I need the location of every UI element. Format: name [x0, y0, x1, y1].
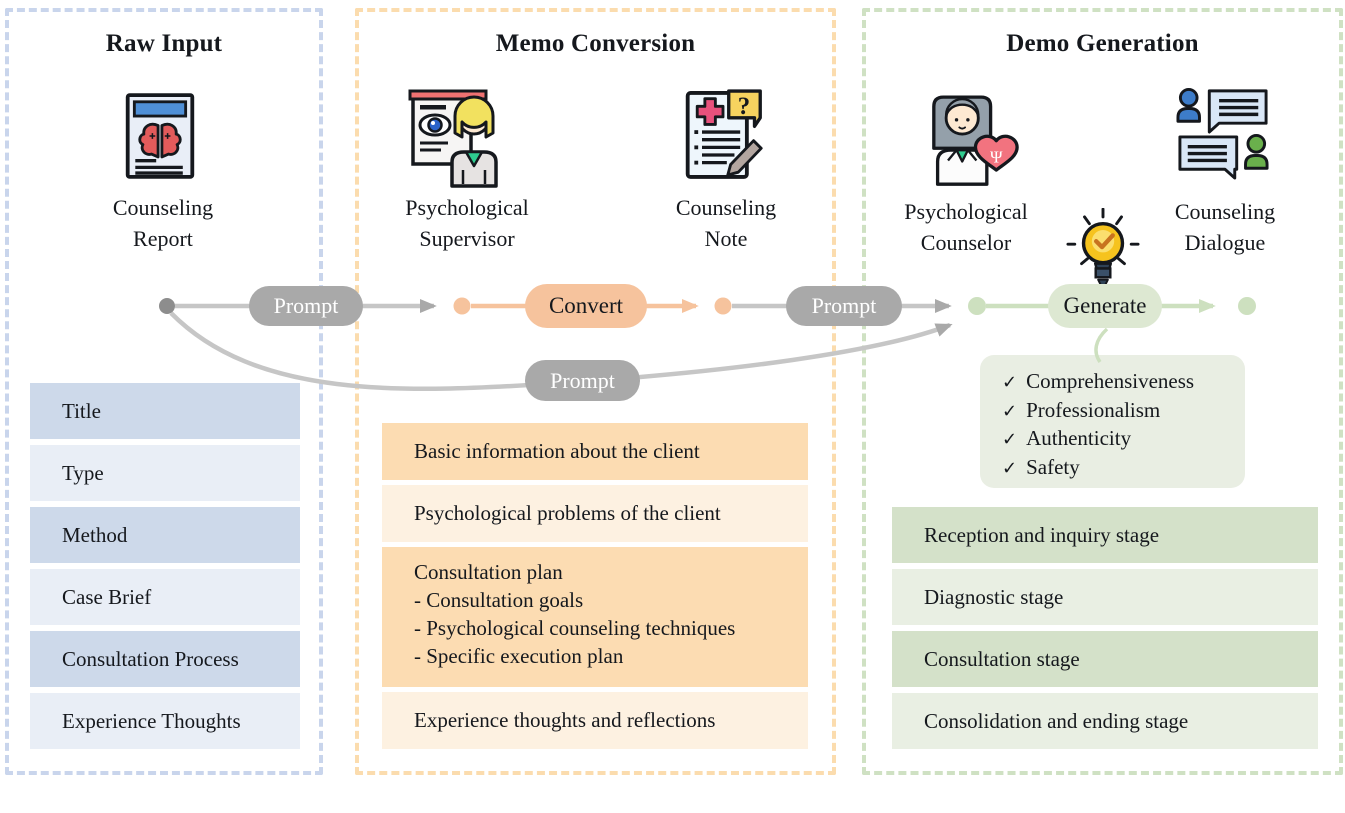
- idea-lightbulb-icon: [1066, 208, 1140, 287]
- stage-row-consolidation: Consolidation and ending stage: [892, 693, 1318, 749]
- counseling-report-label: Counseling Report: [112, 195, 214, 251]
- stage-row-consultation: Consultation stage: [892, 631, 1318, 687]
- psychological-supervisor-icon: [408, 89, 498, 188]
- raw-input-panel: Raw Input Counseling Report Title Type M…: [5, 8, 323, 775]
- check-icon: ✓: [1002, 429, 1018, 450]
- counseling-dialogue-icon: [1176, 87, 1269, 180]
- field-row-case-brief: Case Brief: [30, 569, 300, 625]
- convert-pill: Convert: [525, 284, 647, 328]
- demo-generation-panel: Demo Generation Ψ Psychological Counselo…: [862, 8, 1343, 775]
- field-row-type: Type: [30, 445, 300, 501]
- demo-generation-title: Demo Generation: [1006, 30, 1199, 57]
- question-mark-glyph: ?: [738, 93, 750, 120]
- field-row-consultation-process: Consultation Process: [30, 631, 300, 687]
- note-section-psychological-problems: Psychological problems of the client: [382, 485, 808, 542]
- quality-professionalism: ✓ Professionalism: [1002, 397, 1245, 426]
- quality-comprehensiveness: ✓ Comprehensiveness: [1002, 368, 1245, 397]
- stage-row-diagnostic: Diagnostic stage: [892, 569, 1318, 625]
- memo-conversion-title: Memo Conversion: [495, 30, 696, 57]
- quality-authenticity: ✓ Authenticity: [1002, 425, 1245, 454]
- generate-pill: Generate: [1048, 284, 1162, 328]
- prompt-pill-report-curve: Prompt: [525, 360, 640, 401]
- psychological-supervisor-label: Psychological Supervisor: [405, 195, 529, 251]
- raw-input-title: Raw Input: [105, 30, 223, 57]
- check-icon: ✓: [1002, 457, 1018, 479]
- psi-glyph: Ψ: [990, 147, 1003, 166]
- memo-conversion-panel: Memo Conversion Psychological Supervisor…: [355, 8, 836, 775]
- field-row-title: Title: [30, 383, 300, 439]
- note-section-consultation-plan: Consultation plan - Consultation goals -…: [382, 547, 808, 687]
- check-icon: ✓: [1002, 372, 1018, 393]
- prompt-pill-note-to-counselor: Prompt: [786, 286, 902, 326]
- note-section-basic-info: Basic information about the client: [382, 423, 808, 480]
- quality-checklist: ✓ Comprehensiveness ✓ Professionalism ✓ …: [980, 355, 1245, 488]
- stage-row-reception: Reception and inquiry stage: [892, 507, 1318, 563]
- check-icon: ✓: [1002, 400, 1018, 422]
- counseling-dialogue-label: Counseling Dialogue: [1174, 199, 1276, 255]
- quality-safety: ✓ Safety: [1002, 454, 1245, 483]
- field-row-experience-thoughts: Experience Thoughts: [30, 693, 300, 749]
- prompt-pill-report-to-supervisor: Prompt: [249, 286, 363, 326]
- field-row-method: Method: [30, 507, 300, 563]
- psychological-counselor-icon: Ψ: [932, 95, 1019, 186]
- note-section-experience-thoughts: Experience thoughts and reflections: [382, 692, 808, 749]
- counseling-note-icon: ?: [685, 89, 763, 179]
- counseling-note-label: Counseling Note: [675, 195, 777, 251]
- psychological-counselor-label: Psychological Counselor: [904, 199, 1028, 255]
- counseling-report-icon: [125, 93, 195, 179]
